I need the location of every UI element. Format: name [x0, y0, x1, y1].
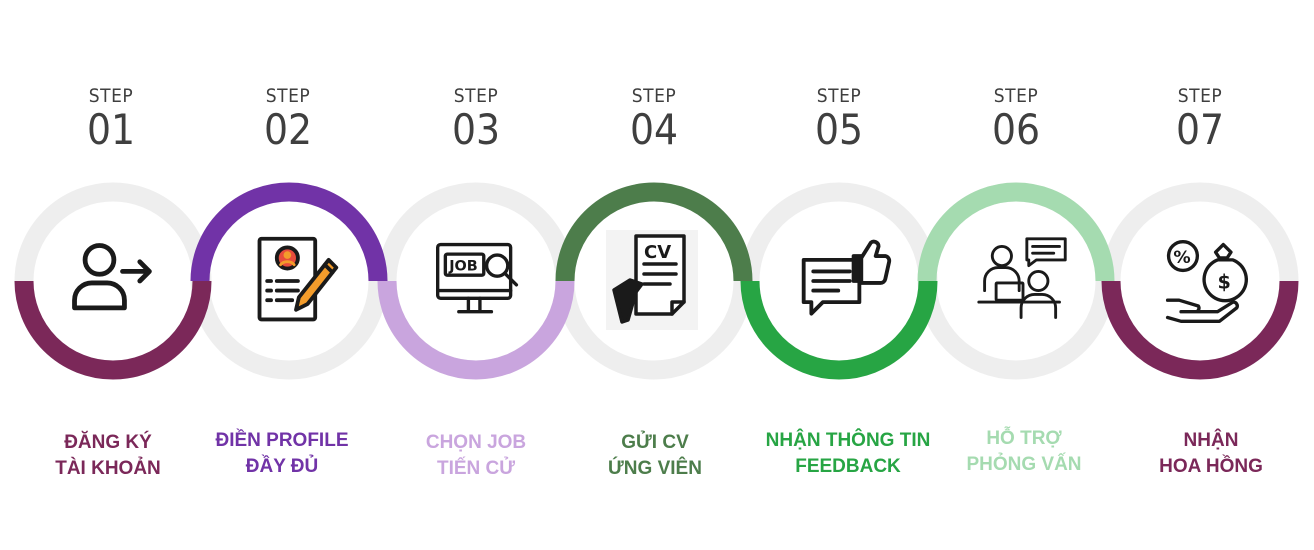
commission-money-icon: % $ — [1158, 233, 1254, 329]
step-number: 02 — [263, 105, 313, 154]
step-label-line: ĐĂNG KÝ — [64, 432, 152, 453]
step-label-line: NHẬN THÔNG TIN — [765, 430, 931, 451]
step-number: 01 — [86, 105, 136, 154]
hand-holding-cv-icon: CV — [606, 230, 698, 330]
job-search-monitor-icon: JOB — [430, 233, 526, 329]
step-label-07: NHẬN HOA HỒNG — [1111, 428, 1311, 480]
ring-arc-1 — [14, 280, 212, 380]
step-number: 07 — [1175, 105, 1225, 154]
step-word: STEP — [816, 85, 862, 107]
step-label-line: ĐIỀN PROFILE — [215, 430, 349, 451]
step-header-05: STEP 05 — [794, 86, 884, 152]
step-word: STEP — [631, 85, 677, 107]
ring-arc-6 — [917, 182, 1115, 282]
step-label-line: GỬI CV — [621, 432, 689, 453]
step-label-line: ỨNG VIÊN — [608, 458, 702, 479]
ring-arc-2 — [190, 182, 388, 282]
step-label-05: NHẬN THÔNG TIN FEEDBACK — [748, 428, 948, 480]
step-word: STEP — [265, 85, 311, 107]
step-label-06: HỖ TRỢ PHỎNG VẤN — [924, 426, 1124, 478]
step-word: STEP — [993, 85, 1039, 107]
step-word: STEP — [453, 85, 499, 107]
profile-form-pencil-icon — [248, 233, 344, 329]
step-label-line: NHẬN — [1183, 430, 1239, 451]
step-label-04: GỬI CV ỨNG VIÊN — [555, 430, 755, 482]
step-number: 04 — [629, 105, 679, 154]
step-label-01: ĐĂNG KÝ TÀI KHOẢN — [8, 430, 208, 482]
interview-support-icon — [975, 233, 1071, 329]
step-header-02: STEP 02 — [243, 86, 333, 152]
svg-text:CV: CV — [644, 242, 671, 263]
step-label-line: CHỌN JOB — [425, 432, 527, 453]
svg-text:%: % — [1173, 248, 1190, 268]
ring-arc-7 — [1101, 280, 1299, 380]
ring-arc-5 — [740, 280, 938, 380]
step-label-line: PHỎNG VẤN — [966, 454, 1082, 475]
step-label-line: HOA HỒNG — [1159, 456, 1263, 477]
feedback-thumbs-up-icon — [796, 233, 892, 329]
step-label-line: FEEDBACK — [795, 456, 901, 477]
step-label-03: CHỌN JOB TIẾN CỬ — [376, 430, 576, 482]
step-header-03: STEP 03 — [431, 86, 521, 152]
svg-text:$: $ — [1218, 271, 1231, 294]
step-header-06: STEP 06 — [971, 86, 1061, 152]
step-header-01: STEP 01 — [66, 86, 156, 152]
step-label-line: ĐẦY ĐỦ — [245, 456, 319, 477]
step-number: 03 — [451, 105, 501, 154]
ring-arc-4 — [555, 182, 753, 282]
step-word: STEP — [1177, 85, 1223, 107]
step-number: 05 — [814, 105, 864, 154]
user-login-icon — [63, 233, 159, 329]
step-number: 06 — [991, 105, 1041, 154]
step-label-line: TIẾN CỬ — [436, 458, 516, 479]
ring-arc-3 — [377, 280, 575, 380]
step-header-04: STEP 04 — [609, 86, 699, 152]
step-label-02: ĐIỀN PROFILE ĐẦY ĐỦ — [182, 428, 382, 480]
svg-text:JOB: JOB — [448, 258, 478, 274]
step-label-line: TÀI KHOẢN — [55, 458, 161, 479]
step-header-07: STEP 07 — [1155, 86, 1245, 152]
step-label-line: HỖ TRỢ — [986, 428, 1062, 449]
step-word: STEP — [88, 85, 134, 107]
